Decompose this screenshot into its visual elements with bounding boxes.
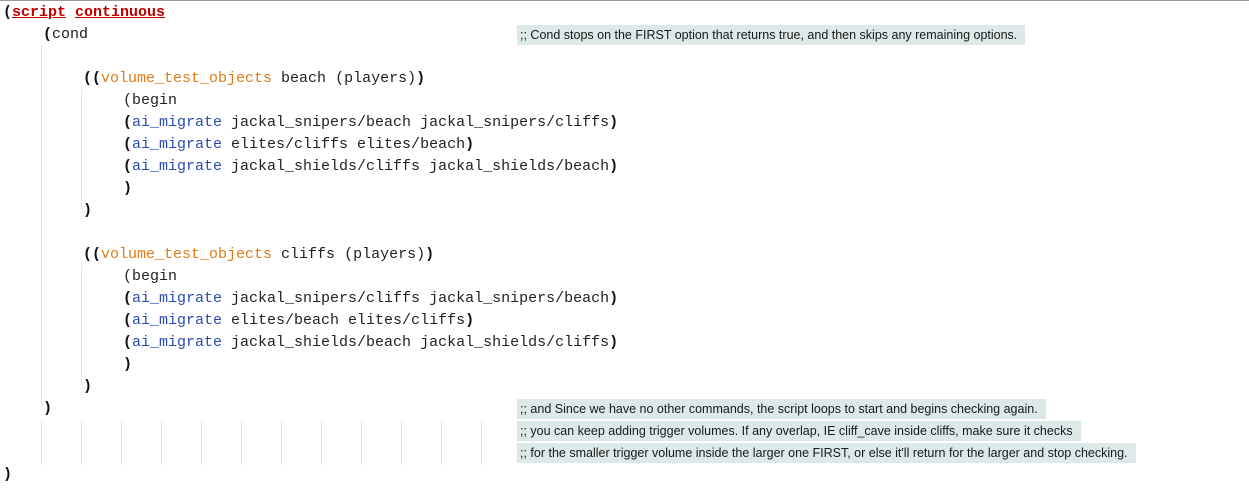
indent-guide (81, 89, 82, 209)
migrate-args: jackal_snipers/cliffs jackal_snipers/bea… (222, 290, 610, 307)
ai-migrate-function: ai_migrate (132, 334, 223, 351)
open-paren: ( (123, 114, 133, 131)
indent-guide (161, 421, 162, 465)
close-paren: ) (425, 246, 435, 263)
begin-keyword: (begin (123, 92, 178, 109)
indent-guide (41, 45, 42, 405)
ai-migrate-function: ai_migrate (132, 158, 223, 175)
ai-migrate-function: ai_migrate (132, 136, 223, 153)
indent-guide (321, 421, 322, 465)
close-paren: ) (3, 466, 13, 483)
indent-guide (401, 421, 402, 465)
code-line-ai-migrate[interactable]: (ai_migrate elites/cliffs elites/beach) (123, 134, 474, 156)
cond-keyword: cond (52, 26, 89, 43)
open-paren: ( (123, 334, 133, 351)
open-paren: ( (43, 26, 53, 43)
comment-smaller-volume-first: ;; for the smaller trigger volume inside… (517, 443, 1136, 463)
continuous-keyword: continuous (75, 4, 166, 21)
indent-guide (81, 421, 82, 465)
script-keyword: script (12, 4, 67, 21)
open-paren: (( (83, 70, 102, 87)
open-paren: ( (123, 290, 133, 307)
code-line-cond-close[interactable]: ) (43, 398, 52, 420)
close-paren: ) (609, 114, 619, 131)
indent-guide (201, 421, 202, 465)
volume-test-objects-function: volume_test_objects (101, 70, 273, 87)
volume-arg: cliffs (272, 246, 345, 263)
close-paren: ) (609, 158, 619, 175)
players-call: (players) (344, 246, 426, 263)
code-line-volume-test-cliffs[interactable]: ((volume_test_objects cliffs (players)) (83, 244, 434, 266)
code-line-script-close[interactable]: ) (3, 464, 12, 486)
migrate-args: elites/beach elites/cliffs (222, 312, 466, 329)
indent-guide (441, 421, 442, 465)
comment-trigger-volumes: ;; you can keep adding trigger volumes. … (517, 421, 1081, 441)
indent-guide (281, 421, 282, 465)
code-line-ai-migrate[interactable]: (ai_migrate elites/beach elites/cliffs) (123, 310, 474, 332)
code-line-volume-test-beach[interactable]: ((volume_test_objects beach (players)) (83, 68, 425, 90)
volume-test-objects-function: volume_test_objects (101, 246, 273, 263)
indent-guide (41, 421, 42, 465)
code-line-cond[interactable]: (cond (43, 24, 88, 46)
indent-guide (481, 421, 482, 465)
close-paren: ) (465, 312, 475, 329)
code-line-ai-migrate[interactable]: (ai_migrate jackal_snipers/beach jackal_… (123, 112, 618, 134)
code-line-begin-close[interactable]: ) (123, 354, 132, 376)
close-paren: ) (123, 180, 133, 197)
ai-migrate-function: ai_migrate (132, 312, 223, 329)
players-call: (players) (335, 70, 417, 87)
migrate-args: jackal_snipers/beach jackal_snipers/clif… (222, 114, 610, 131)
indent-guide (361, 421, 362, 465)
close-paren: ) (609, 290, 619, 307)
begin-keyword: (begin (123, 268, 178, 285)
open-paren: (( (83, 246, 102, 263)
close-paren: ) (83, 378, 93, 395)
volume-arg: beach (272, 70, 336, 87)
indent-guide (121, 421, 122, 465)
close-paren: ) (43, 400, 53, 417)
code-line-begin[interactable]: (begin (123, 90, 177, 112)
open-paren: ( (123, 158, 133, 175)
comment-cond-explanation: ;; Cond stops on the FIRST option that r… (517, 25, 1026, 45)
code-line-block-close[interactable]: ) (83, 200, 92, 222)
close-paren: ) (123, 356, 133, 373)
migrate-args: jackal_shields/beach jackal_shields/clif… (222, 334, 610, 351)
code-line-ai-migrate[interactable]: (ai_migrate jackal_shields/beach jackal_… (123, 332, 618, 354)
close-paren: ) (83, 202, 93, 219)
close-paren: ) (465, 136, 475, 153)
open-paren: ( (3, 4, 13, 21)
comment-loop-explanation: ;; and Since we have no other commands, … (517, 399, 1046, 419)
code-line-begin-close[interactable]: ) (123, 178, 132, 200)
code-line-script[interactable]: (script continuous (3, 2, 165, 24)
code-line-block-close[interactable]: ) (83, 376, 92, 398)
close-paren: ) (416, 70, 426, 87)
open-paren: ( (123, 136, 133, 153)
code-line-ai-migrate[interactable]: (ai_migrate jackal_shields/cliffs jackal… (123, 156, 618, 178)
code-line-ai-migrate[interactable]: (ai_migrate jackal_snipers/cliffs jackal… (123, 288, 618, 310)
indent-guide (81, 265, 82, 385)
open-paren: ( (123, 312, 133, 329)
ai-migrate-function: ai_migrate (132, 290, 223, 307)
code-line-begin[interactable]: (begin (123, 266, 177, 288)
close-paren: ) (609, 334, 619, 351)
migrate-args: jackal_shields/cliffs jackal_shields/bea… (222, 158, 610, 175)
ai-migrate-function: ai_migrate (132, 114, 223, 131)
indent-guide (241, 421, 242, 465)
migrate-args: elites/cliffs elites/beach (222, 136, 466, 153)
